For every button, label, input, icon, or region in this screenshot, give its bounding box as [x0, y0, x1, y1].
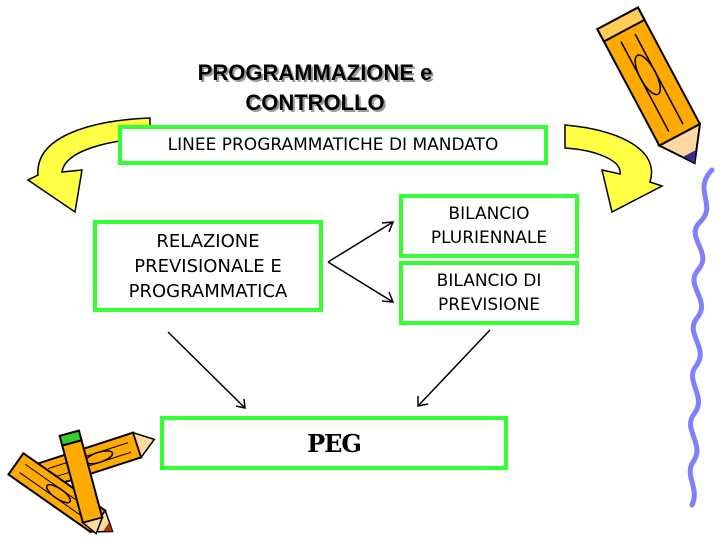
box-prev-line-1: BILANCIO DI [437, 269, 542, 293]
box-bilancio-previsione: BILANCIO DI PREVISIONE [399, 261, 579, 325]
box-prev-line-2: PREVISIONE [437, 293, 542, 317]
box-pluri-line-2: PLURIENNALE [431, 226, 547, 250]
arrow-previsione-to-peg [418, 330, 490, 406]
box-relazione-line-2: PREVISIONALE E [129, 254, 288, 279]
box-bilancio-pluriennale: BILANCIO PLURIENNALE [399, 194, 579, 258]
title-line-1: PROGRAMMAZIONE e [150, 58, 480, 88]
title-line-2: CONTROLLO [150, 88, 480, 118]
arrow-to-previsione [328, 262, 393, 302]
arrow-relazione-to-peg [168, 332, 245, 408]
curved-arrow-right-icon [565, 125, 662, 212]
diagram-title: PROGRAMMAZIONE e CONTROLLO [150, 58, 480, 118]
box-pluri-line-1: BILANCIO [431, 202, 547, 226]
box-relazione-line-1: RELAZIONE [129, 229, 288, 254]
box-relazione-line-3: PROGRAMMATICA [129, 279, 288, 304]
arrow-to-pluriennale [328, 222, 393, 262]
box-linee-label: LINEE PROGRAMMATICHE DI MANDATO [168, 135, 499, 155]
squiggle-line-icon [690, 170, 712, 505]
pencils-icon [8, 427, 158, 540]
box-linee-programmatiche: LINEE PROGRAMMATICHE DI MANDATO [118, 125, 548, 165]
box-peg-label: PEG [307, 429, 361, 458]
box-peg: PEG [160, 416, 508, 470]
box-relazione-previsionale: RELAZIONE PREVISIONALE E PROGRAMMATICA [93, 220, 323, 312]
